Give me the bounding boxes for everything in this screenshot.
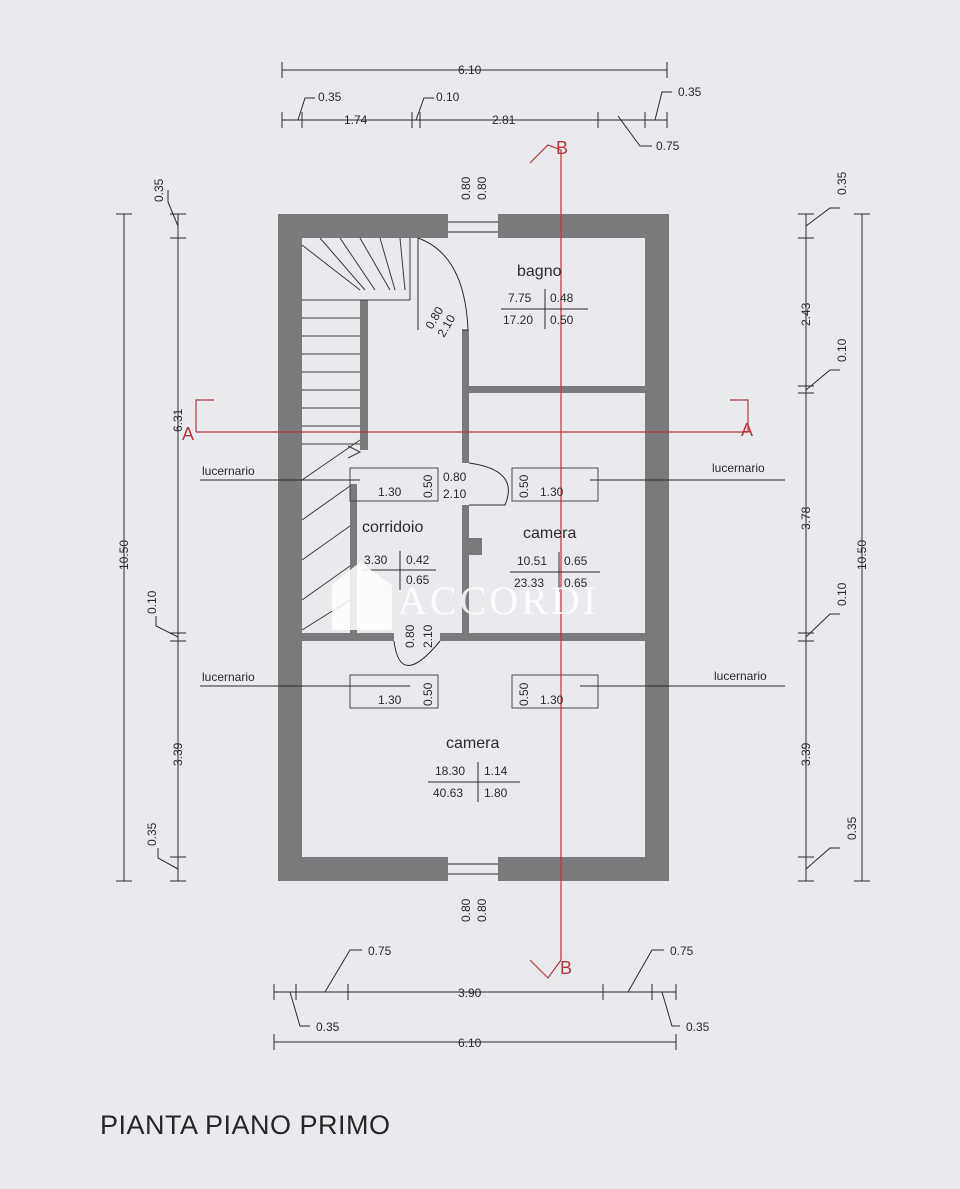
windows: [448, 221, 498, 875]
left-total-dim: 10.50: [117, 540, 131, 570]
room-camera2-v2: 1.14: [484, 764, 508, 778]
skylight-label-rb: lucernario: [714, 669, 767, 683]
skylight-boxes: [349, 467, 599, 709]
section-b-top: B: [556, 138, 568, 158]
bottom-dim-w3: 0.75: [670, 944, 694, 958]
door-low-h: 2.10: [421, 624, 435, 648]
window-top-b: 0.80: [475, 176, 489, 200]
door-corr-w: 0.80: [443, 470, 467, 484]
right-dim-bot: 0.35: [845, 816, 859, 840]
top-total-dim: 6.10: [458, 63, 482, 77]
wall-bath-left: [462, 330, 469, 386]
right-total-dim: 10.50: [855, 540, 869, 570]
wall-left: [278, 214, 302, 881]
room-camera1-v3: 23.33: [514, 576, 544, 590]
skylight-lb-h: 0.50: [421, 682, 435, 706]
skylight-label-rt: lucernario: [712, 461, 765, 475]
wall-bath-bottom: [462, 386, 645, 393]
skylight-lt-w: 1.30: [378, 485, 402, 499]
skylight-rb-w: 1.30: [540, 693, 564, 707]
room-bagno-v3: 17.20: [503, 313, 533, 327]
wall-corr-right-lower: [462, 505, 469, 633]
wall-corr-left: [350, 484, 357, 633]
left-dim-mid: 6.31: [171, 408, 185, 432]
wall-corr-right-upper: [462, 393, 469, 463]
right-dim-sep1: 0.10: [835, 338, 849, 362]
wall-bottom-left: [278, 857, 448, 881]
right-dim-3: 3.39: [799, 742, 813, 766]
room-bagno-v2: 0.48: [550, 291, 574, 305]
room-corridoio-v1: 3.30: [364, 553, 388, 567]
wall-mid-left: [302, 633, 394, 641]
right-dim-1: 2.43: [799, 302, 813, 326]
bottom-dim-w2: 3.90: [458, 986, 482, 1000]
wall-stair-right: [360, 300, 368, 450]
room-camera1-v4: 0.65: [564, 576, 588, 590]
room-camera1-v2: 0.65: [564, 554, 588, 568]
room-corridoio-name: corridoio: [362, 519, 423, 536]
skylight-rt-h: 0.50: [517, 474, 531, 498]
bottom-total-dim: 6.10: [458, 1036, 482, 1050]
left-dim-top: 0.35: [152, 178, 166, 202]
section-lines: [195, 144, 749, 979]
left-dim-sep: 0.10: [145, 590, 159, 614]
bottom-dim-w1: 0.75: [368, 944, 392, 958]
room-camera1-v1: 10.51: [517, 554, 547, 568]
skylight-label-lt: lucernario: [202, 464, 255, 478]
room-camera2-v4: 1.80: [484, 786, 508, 800]
skylight-rt-w: 1.30: [540, 485, 564, 499]
section-a-right: A: [741, 420, 753, 440]
top-dim-3: 0.10: [436, 90, 460, 104]
window-bottom-b: 0.80: [475, 898, 489, 922]
skylight-label-lb: lucernario: [202, 670, 255, 684]
dimension-lines: [116, 62, 870, 1050]
door-corr-h: 2.10: [443, 487, 467, 501]
top-dim-1: 0.35: [318, 90, 342, 104]
skylight-rb-h: 0.50: [517, 682, 531, 706]
room-camera2-name: camera: [446, 735, 499, 752]
door-swings: [393, 237, 509, 666]
wall-top-left: [278, 214, 448, 238]
skylight-lb-w: 1.30: [378, 693, 402, 707]
chimney: [465, 538, 482, 555]
wall-mid-right: [440, 633, 645, 641]
skylight-leaders: [200, 479, 785, 687]
room-bagno-v1: 7.75: [508, 291, 532, 305]
bottom-dim-d2: 0.35: [686, 1020, 710, 1034]
section-b-bottom: B: [560, 958, 572, 978]
window-bottom-a: 0.80: [459, 898, 473, 922]
staircase: [301, 237, 411, 631]
room-corridoio-v2: 0.42: [406, 553, 430, 567]
watermark: ACCORDI: [332, 562, 599, 630]
door-low-w: 0.80: [403, 624, 417, 648]
right-dim-sep2: 0.10: [835, 582, 849, 606]
skylight-lt-h: 0.50: [421, 474, 435, 498]
room-corridoio-v4: 0.65: [406, 573, 430, 587]
room-bagno-v4: 0.50: [550, 313, 574, 327]
bottom-dim-d1: 0.35: [316, 1020, 340, 1034]
room-camera2-v3: 40.63: [433, 786, 463, 800]
section-a-left: A: [182, 424, 194, 444]
right-dim-2: 3.78: [799, 506, 813, 530]
watermark-logo-icon: [332, 562, 392, 630]
wall-top-right: [498, 214, 668, 238]
walls: [278, 214, 669, 881]
window-top-a: 0.80: [459, 176, 473, 200]
room-camera2-v1: 18.30: [435, 764, 465, 778]
left-dim-low: 3.39: [171, 742, 185, 766]
top-dim-2: 1.74: [344, 113, 368, 127]
wall-right: [645, 214, 669, 881]
drawing-title: PIANTA PIANO PRIMO: [100, 1110, 391, 1140]
watermark-text: ACCORDI: [398, 578, 599, 623]
right-dim-top: 0.35: [835, 171, 849, 195]
top-dim-5: 0.35: [678, 85, 702, 99]
room-bagno-name: bagno: [517, 263, 562, 280]
wall-bottom-right: [498, 857, 668, 881]
left-dim-bot: 0.35: [145, 822, 159, 846]
top-dim-6: 0.75: [656, 139, 680, 153]
room-camera1-name: camera: [523, 525, 576, 542]
top-dim-4: 2.81: [492, 113, 516, 127]
